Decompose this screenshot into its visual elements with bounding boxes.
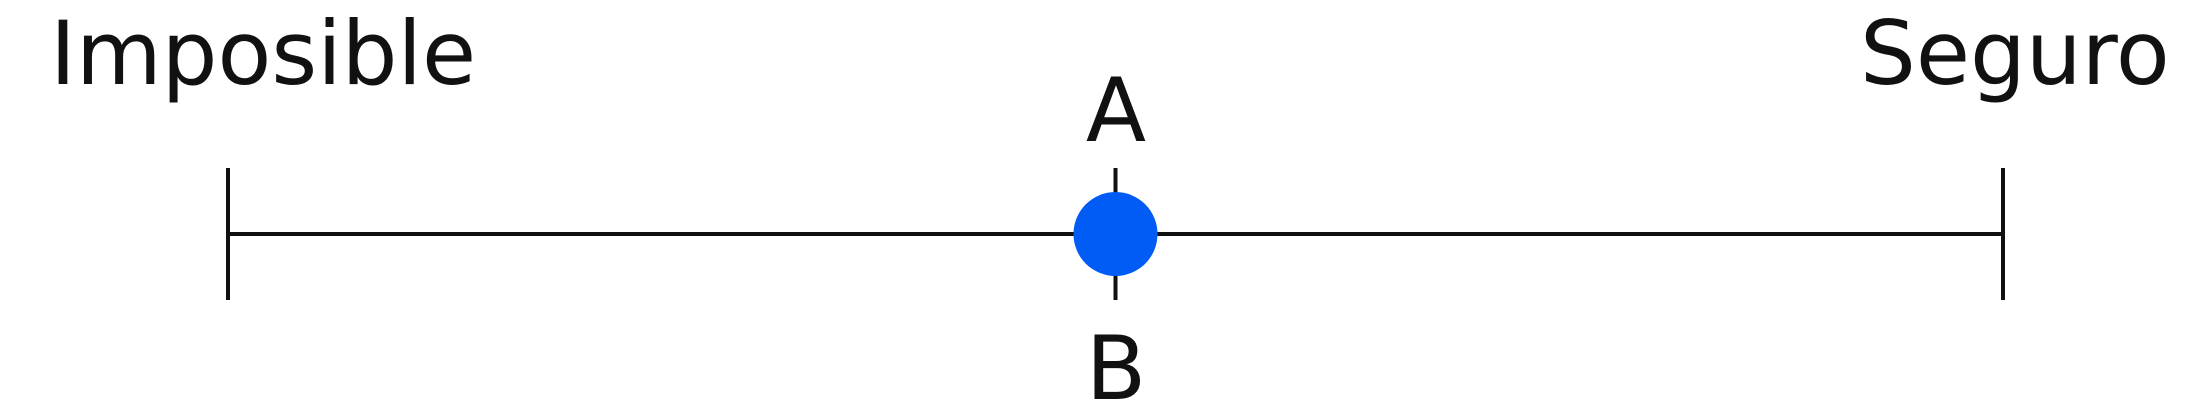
- point-b-label: B: [1085, 317, 1147, 420]
- impossible-label: Imposible: [50, 2, 477, 105]
- point-a-label: A: [1085, 59, 1147, 162]
- probability-marker: [1073, 192, 1158, 276]
- certain-label: Seguro: [1860, 2, 2170, 105]
